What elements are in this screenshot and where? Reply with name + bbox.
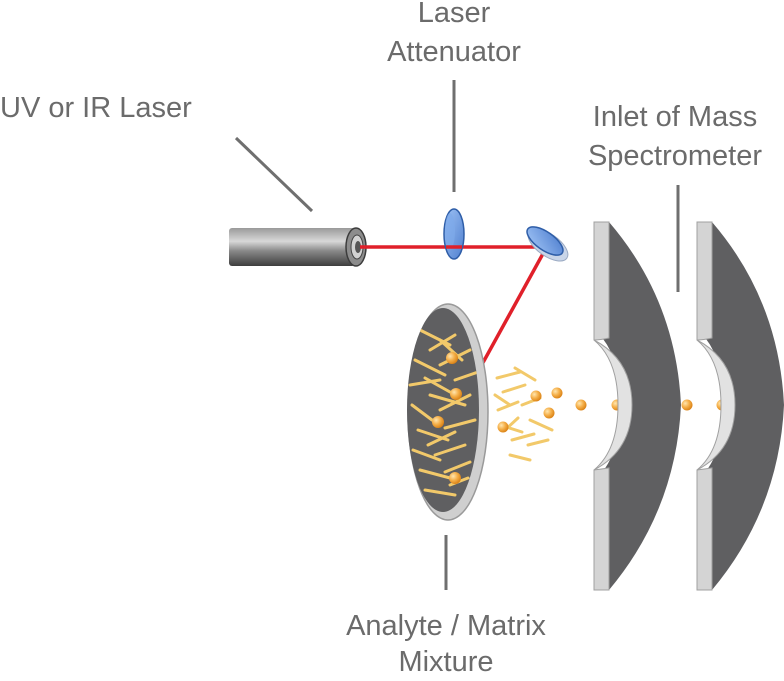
ions <box>497 387 728 433</box>
leader-lines <box>234 80 680 590</box>
laser-label: UV or IR Laser <box>0 92 192 124</box>
mixture-label-line2: Mixture <box>398 646 494 678</box>
inlet-plate-front <box>593 221 681 591</box>
laser-leader-line <box>234 136 314 213</box>
ion <box>681 399 693 411</box>
ion <box>497 421 509 433</box>
ion <box>575 399 587 411</box>
inlet-plate-rear <box>696 221 784 591</box>
laser-tube <box>229 227 367 267</box>
ion <box>551 387 563 399</box>
sample-plate <box>407 303 489 521</box>
mixture-label-line1: Analyte / Matrix <box>346 610 546 642</box>
mirror <box>526 226 569 262</box>
inlet-label-line1: Inlet of Mass <box>592 101 758 133</box>
attenuator-label-line1: Laser <box>417 0 491 29</box>
attenuator-lens <box>443 208 465 260</box>
ion <box>543 407 555 419</box>
matrix-crystals-on-plate <box>408 328 479 497</box>
desorbed-plume <box>493 366 554 462</box>
inlet-label-line2: Spectrometer <box>587 140 763 172</box>
attenuator-label-line2: Attenuator <box>387 36 521 68</box>
ion <box>530 390 542 402</box>
